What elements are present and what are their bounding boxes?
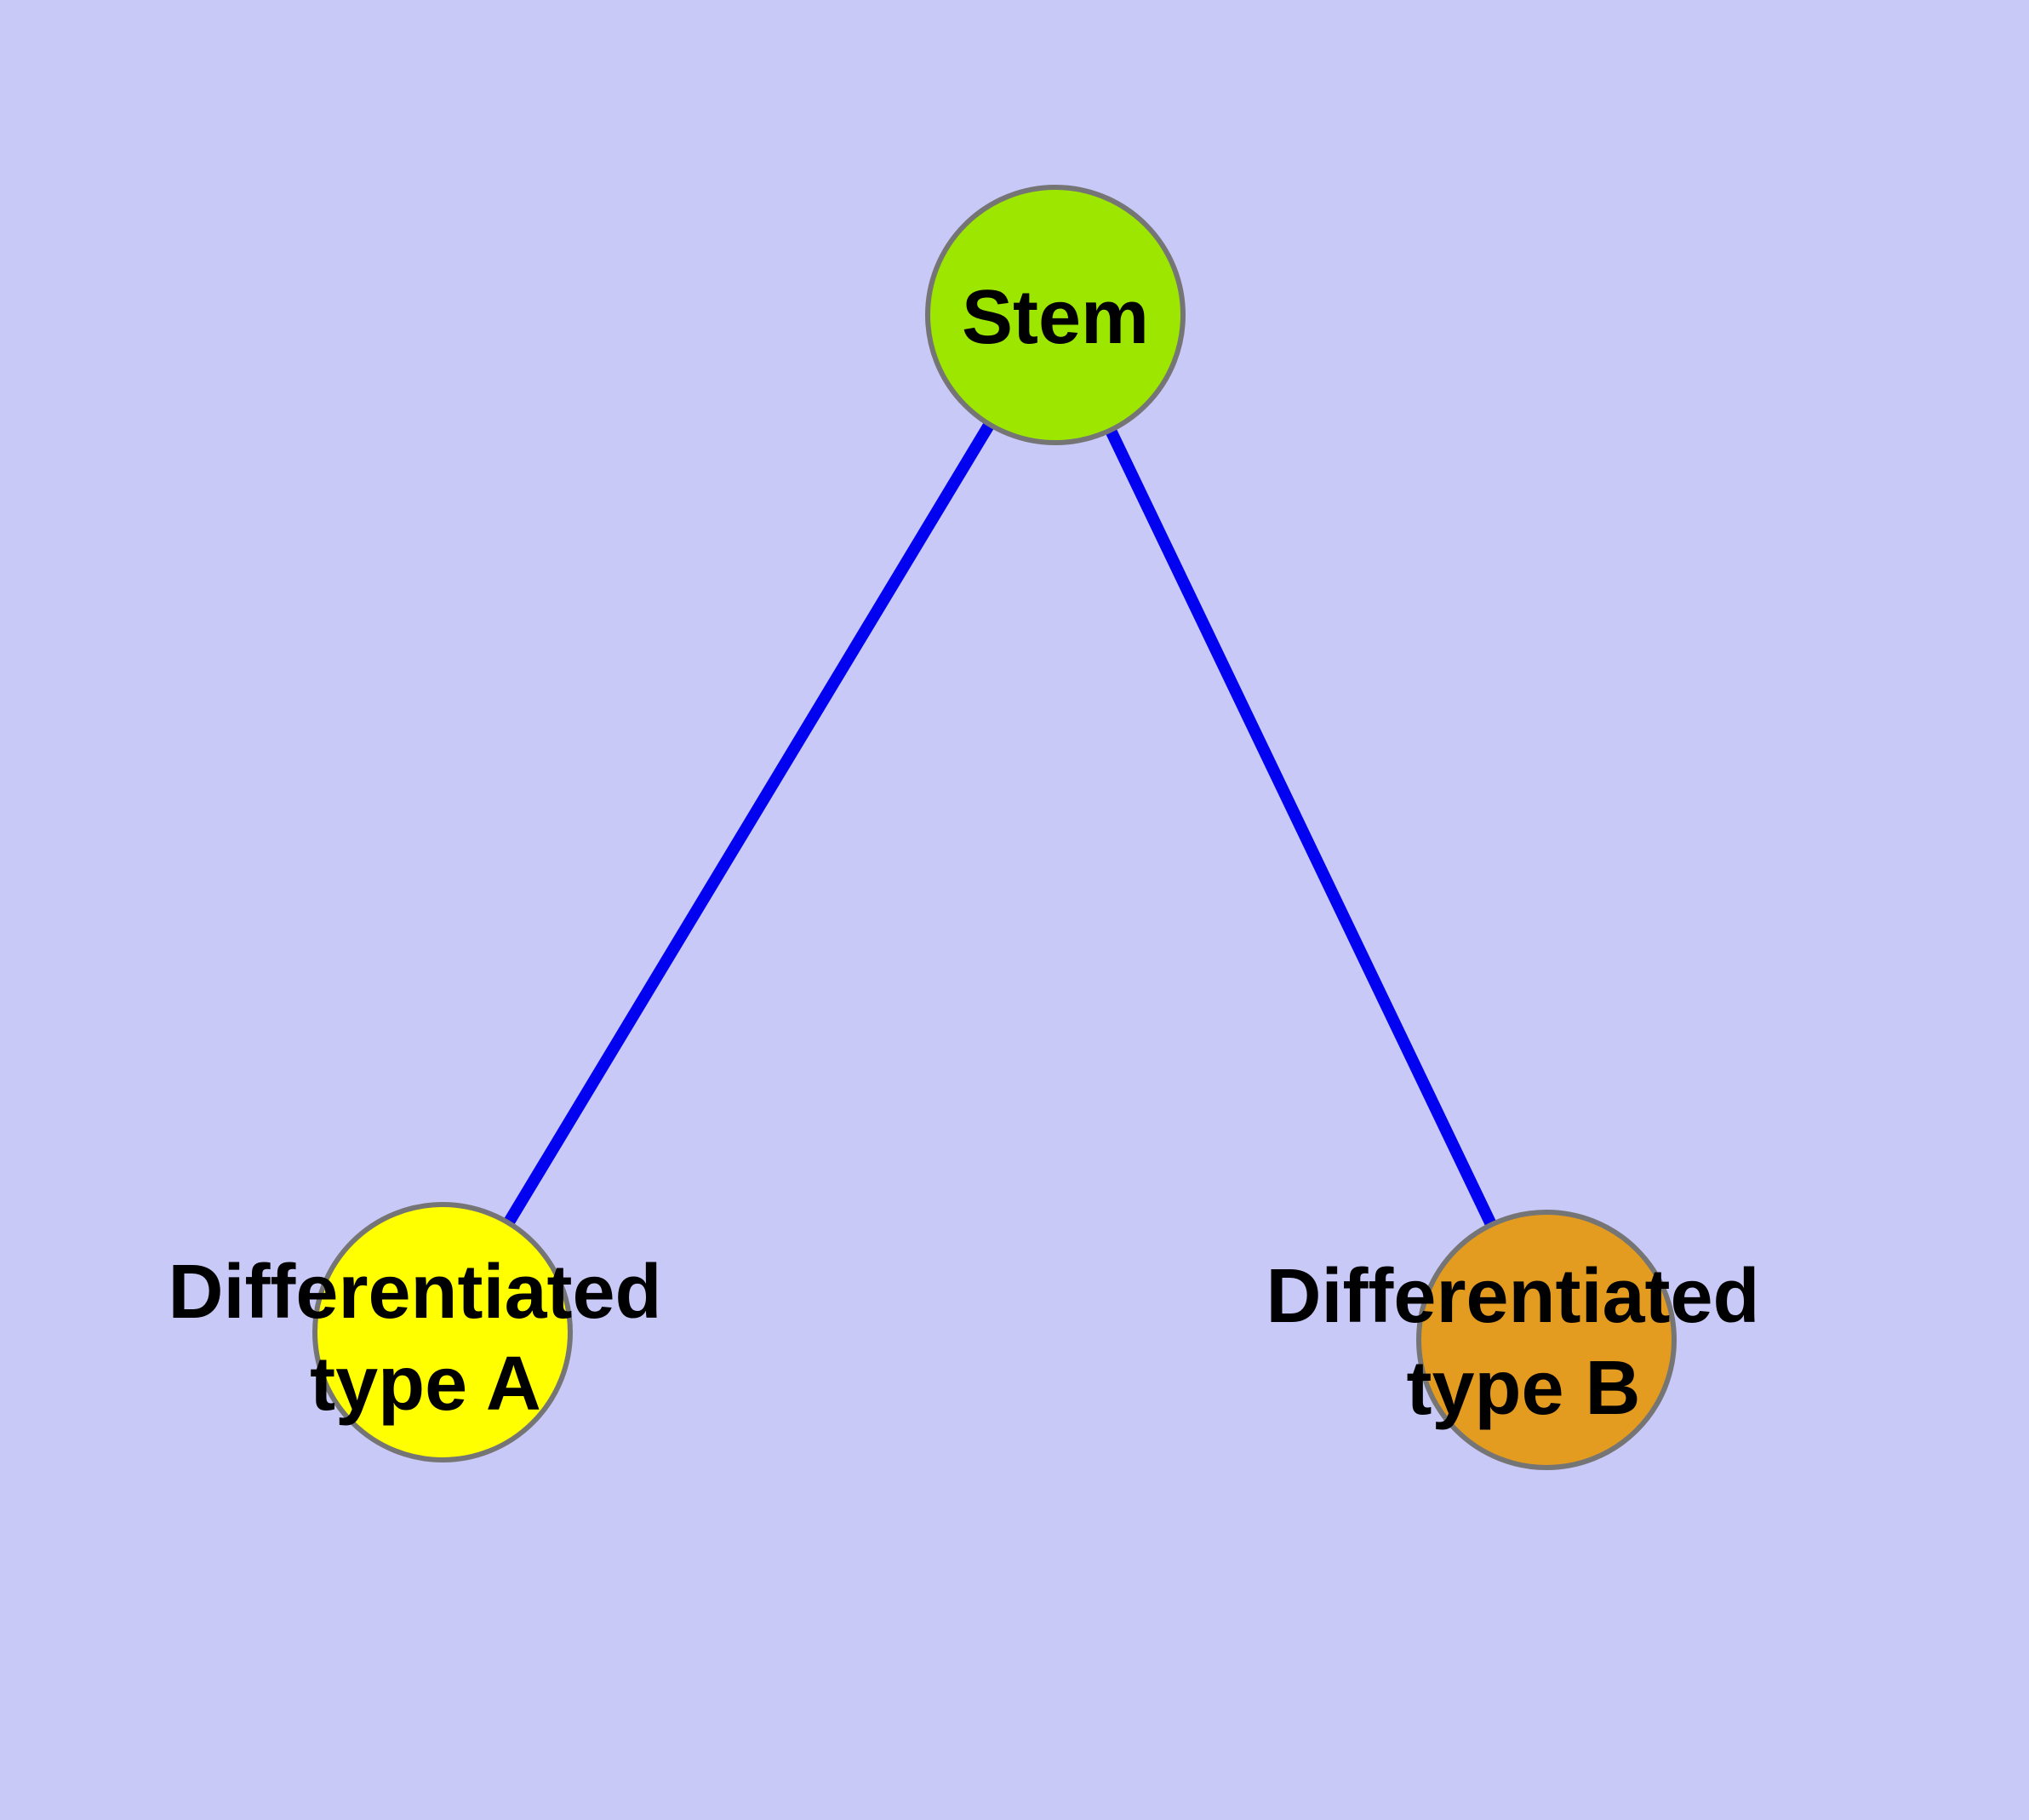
node-stem: Stem [925, 185, 1186, 445]
node-differentiated-type-b: Differentiated type B [1266, 1210, 1780, 1470]
edge-group [437, 312, 1552, 1343]
node-stem-label: Stem [962, 275, 1149, 360]
node-stem-circle [925, 185, 1186, 445]
node-differentiated-type-a-label: Differentiated type A [168, 1250, 683, 1427]
node-differentiated-type-a: Differentiated type A [168, 1202, 683, 1462]
edge-stem-to-type-a [437, 312, 1060, 1336]
node-differentiated-type-a-label-line2: type A [310, 1342, 541, 1427]
node-differentiated-type-a-label-line1: Differentiated [168, 1250, 661, 1335]
node-differentiated-type-a-circle [312, 1202, 573, 1462]
node-differentiated-type-b-label-line1: Differentiated [1266, 1254, 1759, 1339]
node-differentiated-type-b-label: Differentiated type B [1266, 1254, 1780, 1431]
node-differentiated-type-b-circle [1416, 1210, 1677, 1470]
node-differentiated-type-b-label-line2: type B [1406, 1346, 1640, 1431]
edge-stem-to-type-b [1049, 312, 1552, 1343]
